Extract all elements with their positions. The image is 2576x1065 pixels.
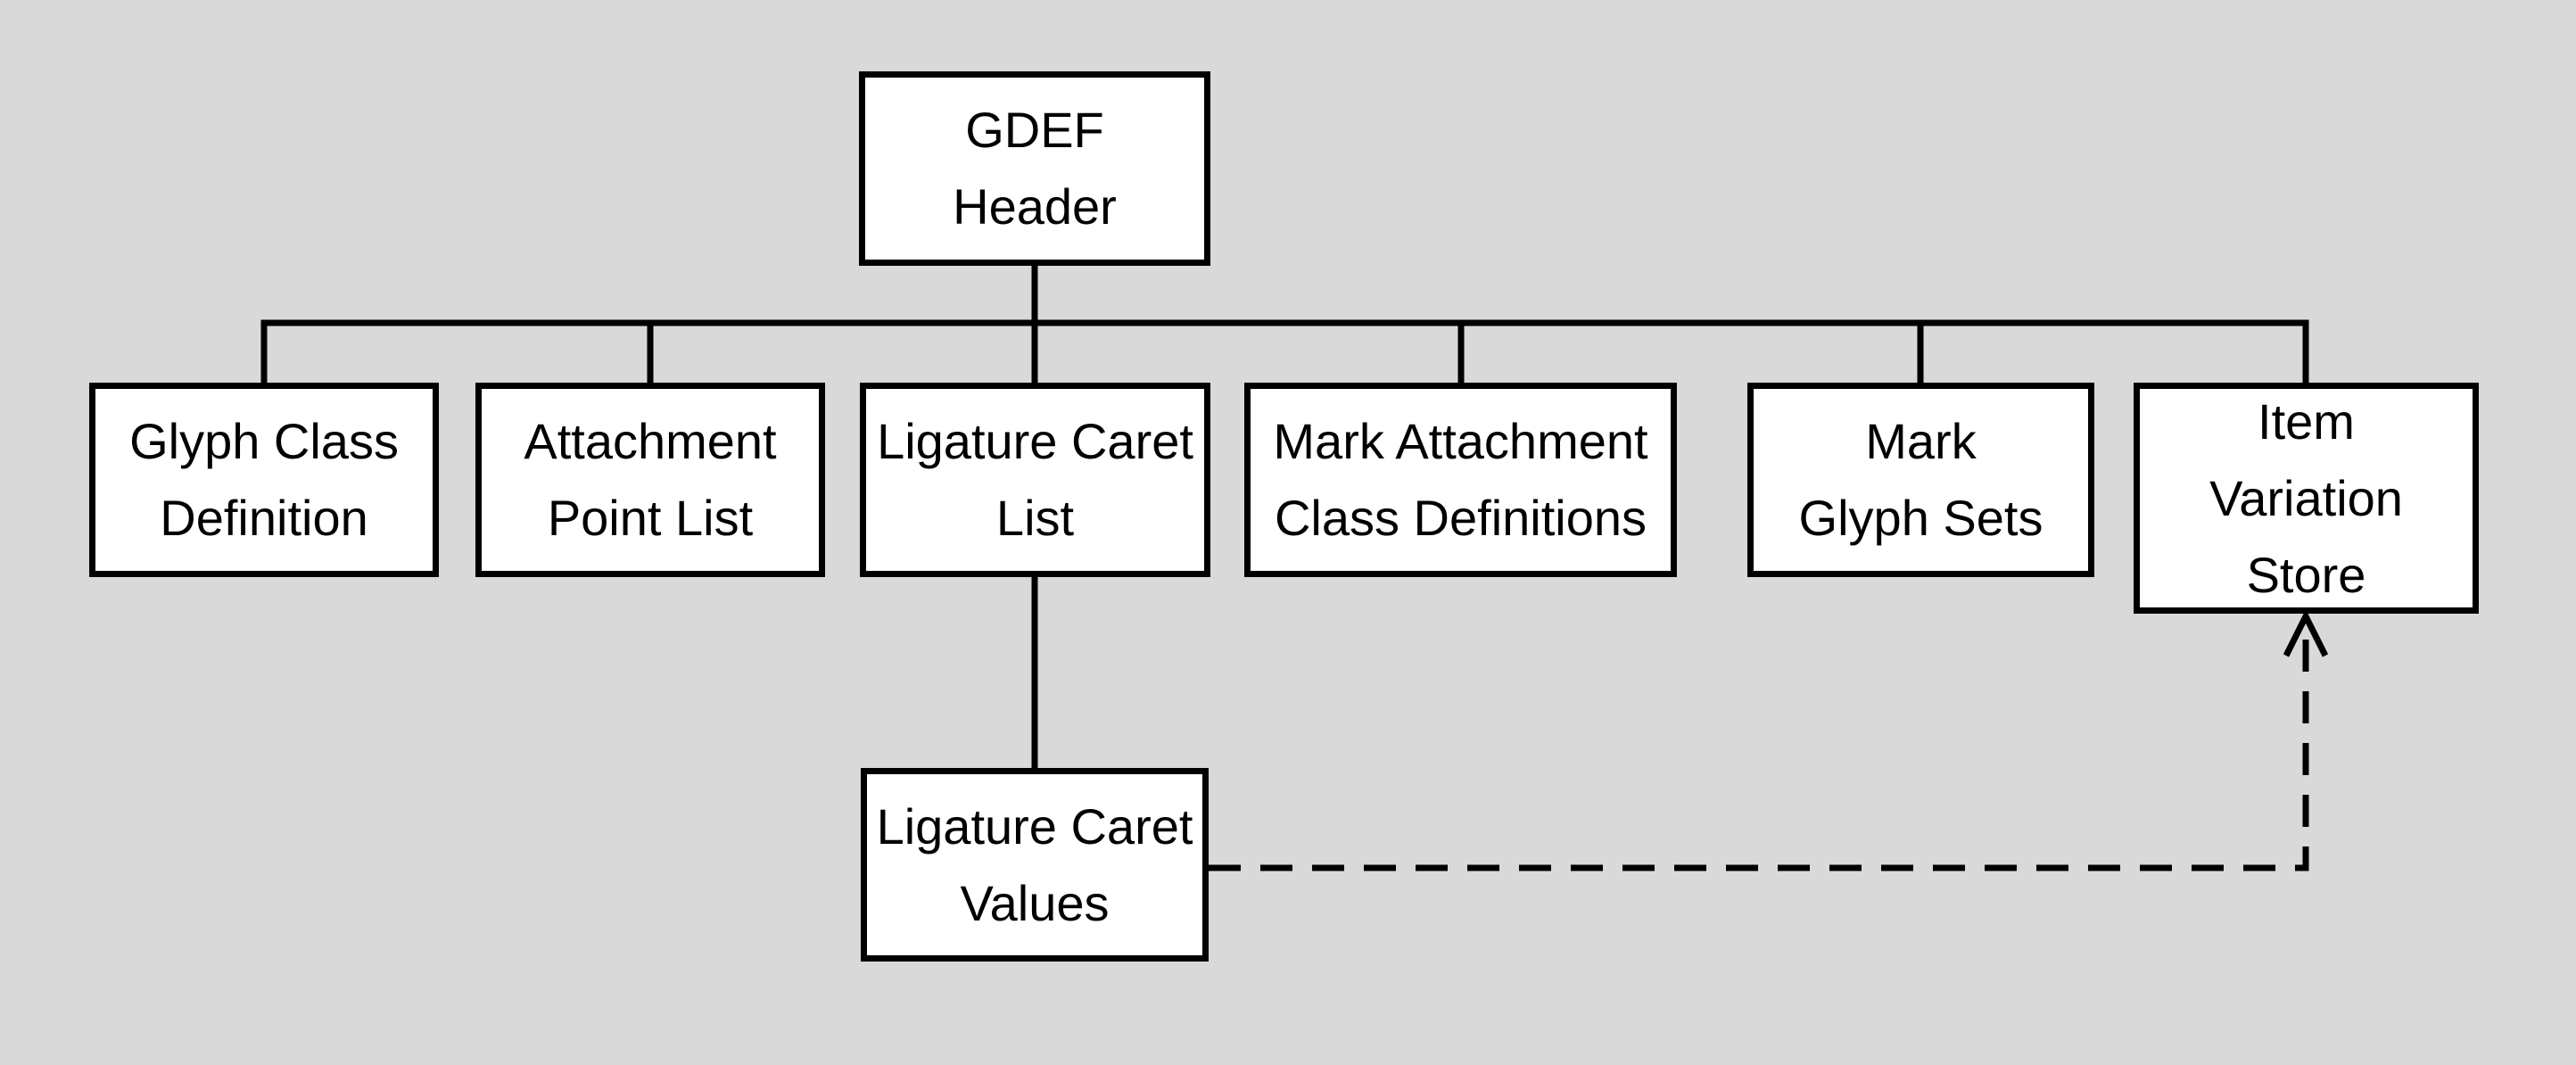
node-ligature-caret-values: Ligature Caret Values: [861, 768, 1209, 962]
node-ligature-caret-list: Ligature Caret List: [860, 383, 1210, 577]
node-attachment-point-list: Attachment Point List: [475, 383, 825, 577]
node-mark-attachment-class-definitions: Mark Attachment Class Definitions: [1244, 383, 1677, 577]
node-gdef-header: GDEF Header: [859, 71, 1210, 266]
edge-dashed-reference: [1209, 624, 2309, 871]
arrowhead-up-icon: [2283, 609, 2329, 657]
node-glyph-class-definition: Glyph Class Definition: [89, 383, 439, 577]
node-item-variation-store: Item Variation Store: [2134, 383, 2479, 614]
node-mark-glyph-sets: Mark Glyph Sets: [1747, 383, 2094, 577]
